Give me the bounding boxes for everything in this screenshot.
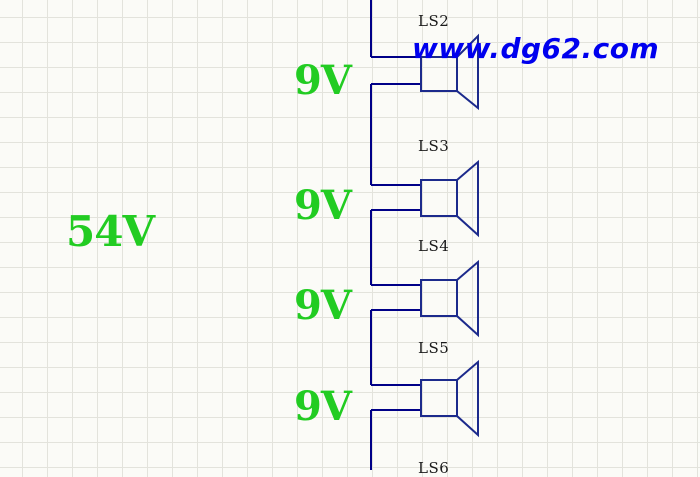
speaker-ls2-symbol [371,33,479,111]
voltage-label-ls3: 9V [294,182,352,229]
speaker-label-ls4: LS4 [418,237,450,255]
voltage-label-ls5: 9V [294,383,352,430]
voltage-label-ls4: 9V [294,282,352,329]
speaker-label-ls6: LS6 [418,459,450,477]
speaker-label-ls5: LS5 [418,339,450,357]
total-voltage-label: 54V [66,207,155,256]
speaker-label-ls2: LS2 [418,12,450,30]
watermark-text: www.dg62.com [412,32,660,65]
speaker-ls5-symbol [371,359,479,438]
speaker-ls3-symbol [371,159,479,238]
voltage-label-ls2: 9V [294,57,352,104]
speaker-ls4-symbol [371,259,479,338]
speaker-label-ls3: LS3 [418,137,450,155]
